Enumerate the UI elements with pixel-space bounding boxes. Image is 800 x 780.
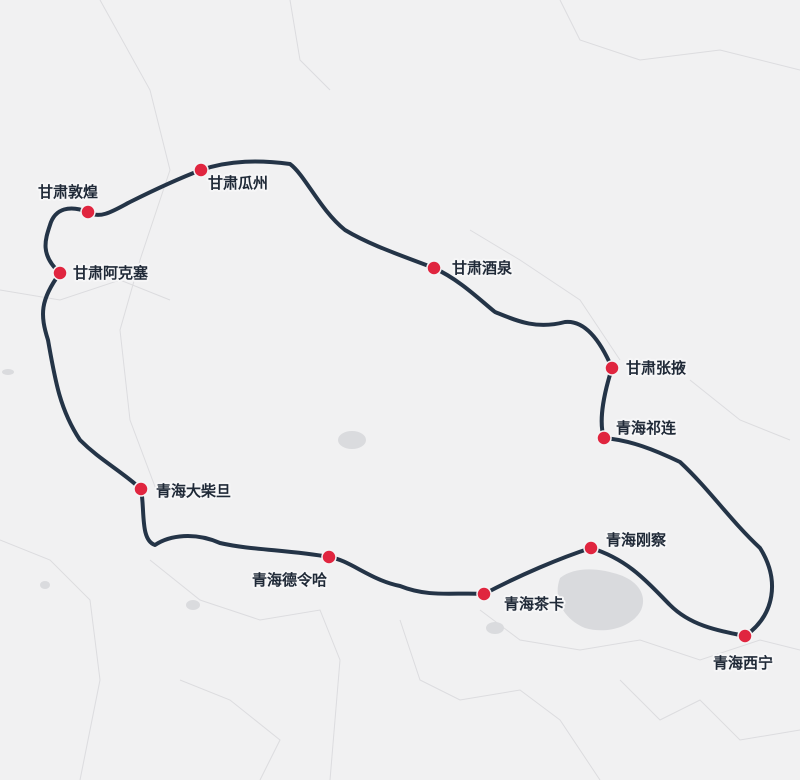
stop-label-halo: 甘肃酒泉 <box>452 259 513 277</box>
stop-marker-gansu-dunhuang[interactable] <box>80 204 96 220</box>
lake-qinghai <box>557 569 644 631</box>
stop-label-qinghai-dachaidan: 青海大柴旦 <box>156 482 231 500</box>
stop-marker-gansu-jiuquan[interactable] <box>426 260 442 276</box>
terrain-line <box>179 679 281 780</box>
terrain-line <box>0 539 101 780</box>
stops-layer <box>52 162 753 644</box>
terrain-line <box>469 229 621 361</box>
stop-label-halo: 青海祁连 <box>616 419 677 437</box>
stop-label-halo: 甘肃阿克塞 <box>73 264 149 282</box>
stop-label-qinghai-qilian: 青海祁连 <box>616 419 677 437</box>
terrain-line <box>0 279 171 301</box>
stop-label-gansu-zhangye: 甘肃张掖 <box>626 359 687 377</box>
route-line <box>41 159 774 638</box>
lake-small <box>486 622 504 634</box>
terrain-line <box>99 0 171 501</box>
terrain-line <box>559 0 800 71</box>
terrain-line <box>479 609 800 661</box>
stop-marker-gansu-akesai[interactable] <box>52 265 68 281</box>
stop-label-halo: 青海茶卡 <box>504 595 564 613</box>
stop-label-halo: 青海西宁 <box>713 654 773 672</box>
terrain-line <box>689 379 791 441</box>
stop-label-halo: 青海刚察 <box>606 531 667 549</box>
stop-label-qinghai-chaka: 青海茶卡 <box>504 595 564 613</box>
stop-marker-gansu-zhangye[interactable] <box>604 360 620 376</box>
stop-label-qinghai-delingha: 青海德令哈 <box>252 571 327 589</box>
lake-small <box>40 581 50 589</box>
labels-layer: 甘肃敦煌甘肃敦煌甘肃瓜州甘肃瓜州甘肃酒泉甘肃酒泉甘肃张掖甘肃张掖青海祁连青海祁连… <box>36 172 775 674</box>
stop-label-halo: 甘肃敦煌 <box>38 183 98 201</box>
stop-marker-qinghai-delingha[interactable] <box>321 549 337 565</box>
terrain-line <box>149 559 341 780</box>
stop-label-qinghai-gangcha: 青海刚察 <box>606 531 667 549</box>
stop-label-halo: 青海德令哈 <box>252 571 327 589</box>
terrain-line <box>399 619 601 780</box>
stop-label-gansu-dunhuang: 甘肃敦煌 <box>38 183 98 201</box>
lake-small <box>186 600 200 610</box>
terrain-line <box>289 0 331 91</box>
lake-small <box>2 369 14 375</box>
stop-marker-gansu-guazhou[interactable] <box>193 162 209 178</box>
stop-label-gansu-guazhou: 甘肃瓜州 <box>208 174 268 192</box>
stop-marker-qinghai-gangcha[interactable] <box>583 540 599 556</box>
stop-marker-qinghai-dachaidan[interactable] <box>133 481 149 497</box>
stop-label-halo: 青海大柴旦 <box>156 482 231 500</box>
lake-small <box>338 431 366 449</box>
terrain-line <box>619 679 800 741</box>
stop-label-qinghai-xining: 青海西宁 <box>713 654 773 672</box>
stop-label-halo: 甘肃瓜州 <box>208 174 268 192</box>
stop-label-halo: 甘肃张掖 <box>626 359 687 377</box>
stop-marker-qinghai-chaka[interactable] <box>476 586 492 602</box>
stop-marker-qinghai-xining[interactable] <box>737 628 753 644</box>
stop-marker-qinghai-qilian[interactable] <box>596 430 612 446</box>
stop-label-gansu-akesai: 甘肃阿克塞 <box>73 264 149 282</box>
stop-label-gansu-jiuquan: 甘肃酒泉 <box>452 259 513 277</box>
